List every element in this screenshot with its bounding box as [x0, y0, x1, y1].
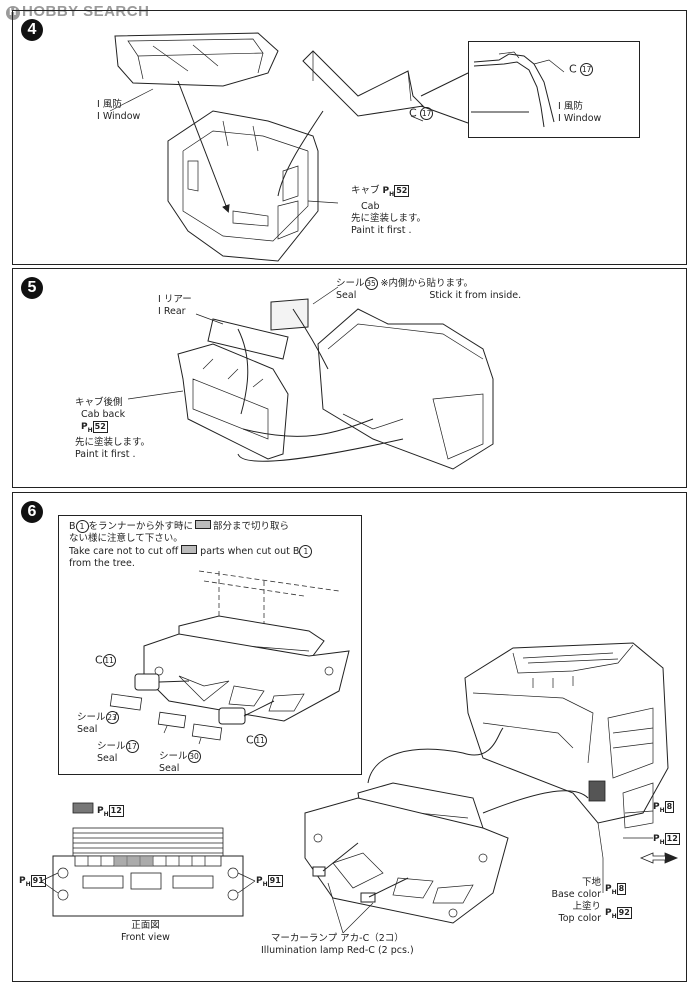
- base-color-label: 下地 Base color: [551, 877, 601, 900]
- c17-label: C 17: [409, 106, 434, 120]
- inset-c17-label: C 17: [569, 62, 594, 76]
- cab-back-drawing: [177, 343, 289, 460]
- step-6-illustration: [40, 642, 679, 934]
- step-4-panel: 4: [12, 10, 687, 265]
- detail-inset: [468, 41, 640, 138]
- window-part-drawing: [114, 32, 279, 87]
- top-color-label: 上塗り Top color: [558, 901, 601, 924]
- window-label: I 風防 I Window: [97, 99, 141, 122]
- cab-body-drawing: [167, 110, 319, 262]
- bumper-assembly-drawing: [304, 782, 509, 924]
- gray-swatch: [195, 520, 212, 529]
- inset-window-label: I 風防 I Window: [558, 101, 602, 124]
- bumper-detail-drawing: [109, 570, 350, 745]
- step-number: 4: [21, 19, 43, 41]
- gray-swatch: [181, 545, 198, 554]
- truck-cab-drawing: [464, 642, 669, 829]
- paint-swatch-12: [72, 802, 94, 814]
- inset-section-drawing: [471, 51, 565, 128]
- step-number: 5: [21, 277, 43, 299]
- rear-label: I リアー I Rear: [158, 294, 192, 317]
- cab-corner-shade: [588, 780, 606, 802]
- step-number: 6: [21, 501, 43, 523]
- rear-window-drawing: [207, 318, 289, 360]
- seal-35-drawing: [270, 298, 309, 331]
- front-view-caption: 正面図 Front view: [121, 920, 170, 943]
- step-4-illustration: [109, 32, 564, 262]
- cab-body-back-drawing: [317, 308, 494, 470]
- c17-part-drawing: [302, 50, 425, 117]
- front-view-drawing: [40, 802, 256, 917]
- step-5-illustration: [127, 286, 494, 470]
- marker-lamp-label: マーカーランプ アカ-C（2コ） Illumination lamp Red-C…: [261, 933, 414, 956]
